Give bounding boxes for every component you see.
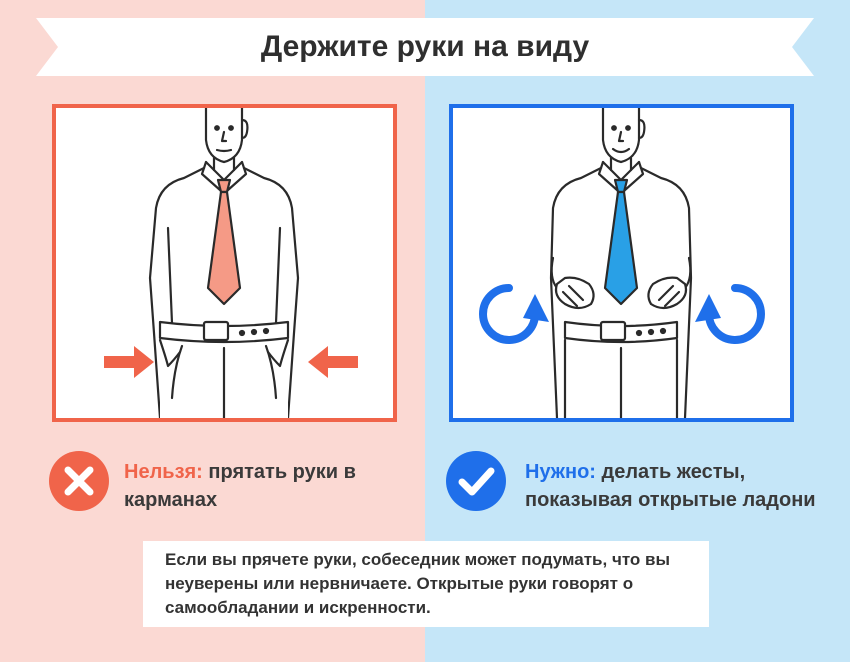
dont-text: прятать руки в карманах <box>124 461 356 511</box>
arrow-left-icon <box>308 346 358 378</box>
do-caption: Нужно: делать жесты, показывая открытые … <box>525 458 835 514</box>
dont-illustration-panel <box>52 104 397 422</box>
explanation-note: Если вы прячете руки, собеседник может п… <box>143 541 709 627</box>
do-keyword: Нужно: <box>525 461 596 483</box>
man-open-palms-illustration <box>549 108 693 418</box>
arrow-right-icon <box>104 346 154 378</box>
rotate-arrow-left-icon <box>479 284 549 344</box>
title-banner: Держите руки на виду <box>36 18 814 76</box>
man-hands-in-pockets-illustration <box>148 108 300 418</box>
do-illustration-panel <box>449 104 794 422</box>
do-text: делать жесты, показывая открытые ладони <box>525 461 816 511</box>
cross-circle-icon <box>49 451 109 511</box>
page-title: Держите руки на виду <box>260 30 590 63</box>
ribbon-shape <box>36 18 814 76</box>
dont-caption: Нельзя: прятать руки в карманах <box>124 458 404 514</box>
dont-keyword: Нельзя: <box>124 461 203 483</box>
check-circle-icon <box>446 451 506 511</box>
rotate-arrow-right-icon <box>695 284 765 344</box>
